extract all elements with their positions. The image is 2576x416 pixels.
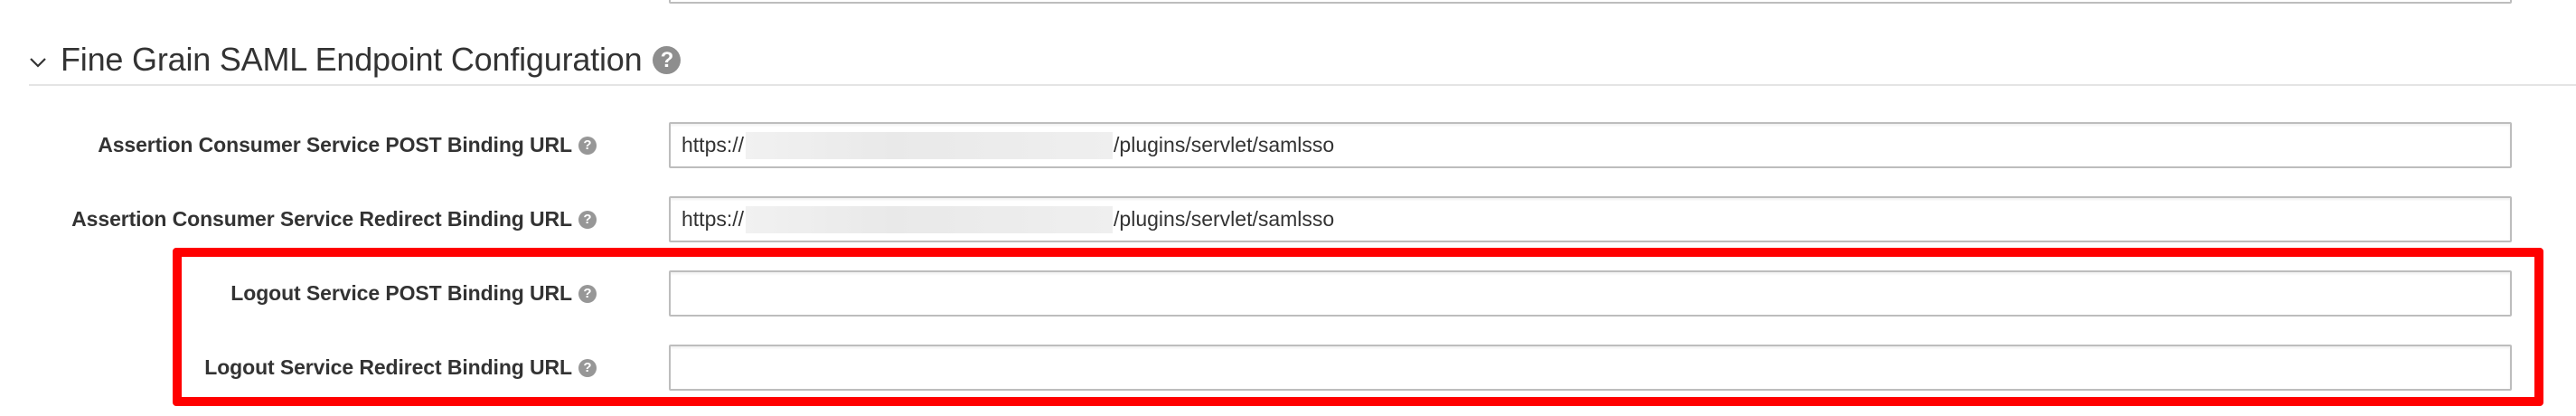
section-title: Fine Grain SAML Endpoint Configuration: [61, 41, 643, 78]
logout-post-binding-url-input[interactable]: [669, 270, 2512, 317]
logout-redirect-binding-url-label: Logout Service Redirect Binding URL: [204, 355, 572, 379]
previous-field-input[interactable]: [669, 0, 2512, 4]
section-divider: [29, 84, 2576, 86]
logout-post-binding-url-label: Logout Service POST Binding URL: [230, 281, 572, 305]
question-circle-icon[interactable]: ?: [578, 136, 597, 155]
redacted-hostname: [746, 131, 1114, 159]
acs-redirect-binding-url-label: Assertion Consumer Service Redirect Bind…: [71, 207, 572, 231]
question-circle-icon[interactable]: ?: [653, 45, 682, 74]
form-row-logout-post: Logout Service POST Binding URL ?: [0, 270, 2576, 317]
question-circle-icon[interactable]: ?: [578, 210, 597, 229]
input-value: https:// /plugins/servlet/samlsso: [682, 205, 1335, 233]
field-label-wrap: Assertion Consumer Service POST Binding …: [98, 122, 597, 168]
url-prefix: https://: [682, 133, 745, 156]
acs-post-binding-url-input[interactable]: https:// /plugins/servlet/samlsso: [669, 122, 2512, 168]
input-value: https:// /plugins/servlet/samlsso: [682, 131, 1335, 159]
chevron-down-icon[interactable]: [29, 56, 47, 69]
url-prefix: https://: [682, 207, 745, 231]
question-circle-icon[interactable]: ?: [578, 358, 597, 377]
field-label-wrap: Logout Service Redirect Binding URL ?: [204, 345, 597, 391]
field-label-wrap: Assertion Consumer Service Redirect Bind…: [71, 196, 597, 242]
form-row-logout-redirect: Logout Service Redirect Binding URL ?: [0, 345, 2576, 391]
question-circle-icon[interactable]: ?: [578, 284, 597, 303]
logout-redirect-binding-url-input[interactable]: [669, 345, 2512, 391]
form-row-acs-redirect: Assertion Consumer Service Redirect Bind…: [0, 196, 2576, 242]
acs-post-binding-url-label: Assertion Consumer Service POST Binding …: [98, 133, 572, 156]
acs-redirect-binding-url-input[interactable]: https:// /plugins/servlet/samlsso: [669, 196, 2512, 242]
redacted-hostname: [746, 205, 1114, 233]
url-suffix: /plugins/servlet/samlsso: [1114, 133, 1335, 156]
field-label-wrap: Logout Service POST Binding URL ?: [230, 270, 597, 317]
form-row-acs-post: Assertion Consumer Service POST Binding …: [0, 122, 2576, 168]
section-header[interactable]: Fine Grain SAML Endpoint Configuration ?: [29, 36, 682, 83]
url-suffix: /plugins/servlet/samlsso: [1114, 207, 1335, 231]
